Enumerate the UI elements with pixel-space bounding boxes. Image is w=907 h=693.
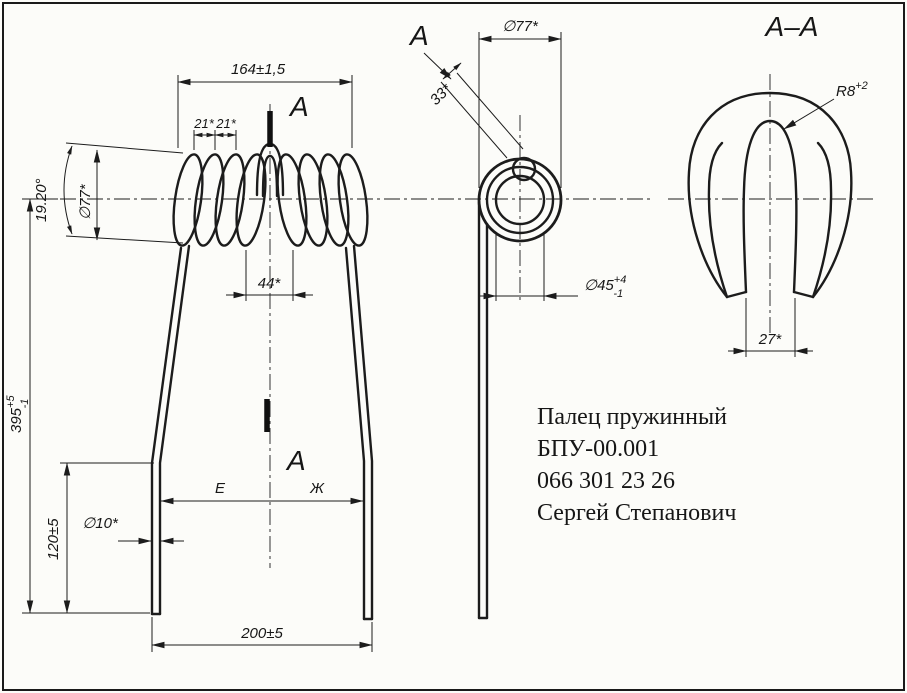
coil-turn: [337, 153, 369, 247]
ext-line: [456, 72, 524, 150]
radius-leader-line: [783, 98, 835, 130]
dim-bottom-width: 200±5: [240, 625, 283, 642]
coil-end-view: [477, 156, 563, 243]
coil-turn: [193, 153, 225, 247]
right-leg-outer-line: [352, 244, 374, 621]
coil-turn: [235, 153, 267, 247]
loop-inner-contour: [742, 119, 798, 294]
dim-coil-id: ∅45+4 -1: [584, 274, 626, 300]
dim-param-zh: Ж: [309, 480, 325, 497]
left-leg-inner-line: [158, 244, 191, 616]
front-view: 164±1,5 21* 21* 19.20° ∅77* 44*: [5, 61, 374, 652]
dim-radius-main: R8: [836, 83, 856, 100]
dim-arc-angle: [63, 145, 73, 235]
sectioned-wire-circle: [511, 156, 537, 182]
dim-wire-diameter: ∅10*: [82, 515, 119, 532]
ext-line: [440, 81, 508, 159]
dim-radius-sup: +2: [855, 80, 868, 92]
coil-turn: [297, 153, 329, 247]
dim-height: 395+5-1: [5, 395, 31, 433]
side-leg: [477, 200, 489, 620]
coil-turn: [172, 153, 204, 247]
info-block: Палец пружинный БПУ-00.001 066 301 23 26…: [537, 404, 736, 526]
right-claw-inner-contour: [811, 141, 833, 299]
section-view-title: A–A: [764, 11, 819, 42]
dim-coil-id-main: ∅45: [584, 277, 614, 294]
left-leg-outer-line: [150, 246, 183, 616]
product-name: Палец пружинный: [537, 404, 727, 430]
dim-line-offset: [442, 62, 462, 80]
coil-wire-inner-circle: [485, 165, 555, 235]
coil-turn: [276, 153, 308, 247]
ext-line: [65, 235, 184, 244]
dim-center-gap: 44*: [258, 275, 282, 292]
section-letter-top: A: [288, 91, 309, 122]
section-plane: A A: [264, 91, 309, 476]
front-view-dimensions: 164±1,5 21* 21* 19.20° ∅77* 44*: [5, 61, 373, 652]
dim-param-e: E: [215, 480, 226, 497]
coil-bore-circle: [494, 174, 546, 226]
dim-coil-od-side: ∅77*: [502, 18, 539, 35]
phone-number: 066 301 23 26: [537, 468, 675, 494]
dim-height-sup: +5: [5, 395, 17, 408]
side-view: ∅77* A 33* ∅45+4-1: [408, 18, 626, 620]
center-loop-inner: [261, 154, 279, 198]
dim-coil-id-sup: +4: [614, 274, 627, 286]
dim-coil-od-front: ∅77*: [77, 183, 94, 220]
dim-leg-straight: 120±5: [45, 518, 62, 560]
dim-height-main: 395: [8, 407, 25, 433]
document-number: БПУ-00.001: [537, 436, 659, 462]
coil-turn: [214, 153, 246, 247]
right-tip: [792, 290, 815, 299]
dim-coil-id-sub: -1: [613, 288, 623, 300]
dim-height-sub: -1: [19, 399, 31, 409]
tine-legs: [150, 244, 374, 621]
left-claw-inner-contour: [707, 141, 729, 299]
loop-outer-contour: [687, 91, 853, 299]
dim-pitch1: 21*: [193, 116, 214, 131]
coil-turn: [318, 153, 350, 247]
section-letter-bottom: A: [285, 445, 306, 476]
view-arrow-letter: A: [408, 20, 429, 51]
dim-bend-radius: R8+2: [836, 80, 868, 100]
dim-angle: 19.20°: [33, 178, 50, 222]
right-leg-inner-line: [344, 246, 366, 621]
dim-top-width: 164±1,5: [231, 61, 286, 78]
section-view-a-a: A–A R8+2 27*: [687, 11, 868, 357]
torsion-coils: [172, 142, 369, 247]
left-tip: [725, 290, 748, 299]
dim-pitch2: 21*: [215, 116, 236, 131]
contact-name: Сергей Степанович: [537, 500, 736, 526]
ext-line: [65, 142, 184, 154]
dim-inner-width: 27*: [758, 331, 783, 348]
